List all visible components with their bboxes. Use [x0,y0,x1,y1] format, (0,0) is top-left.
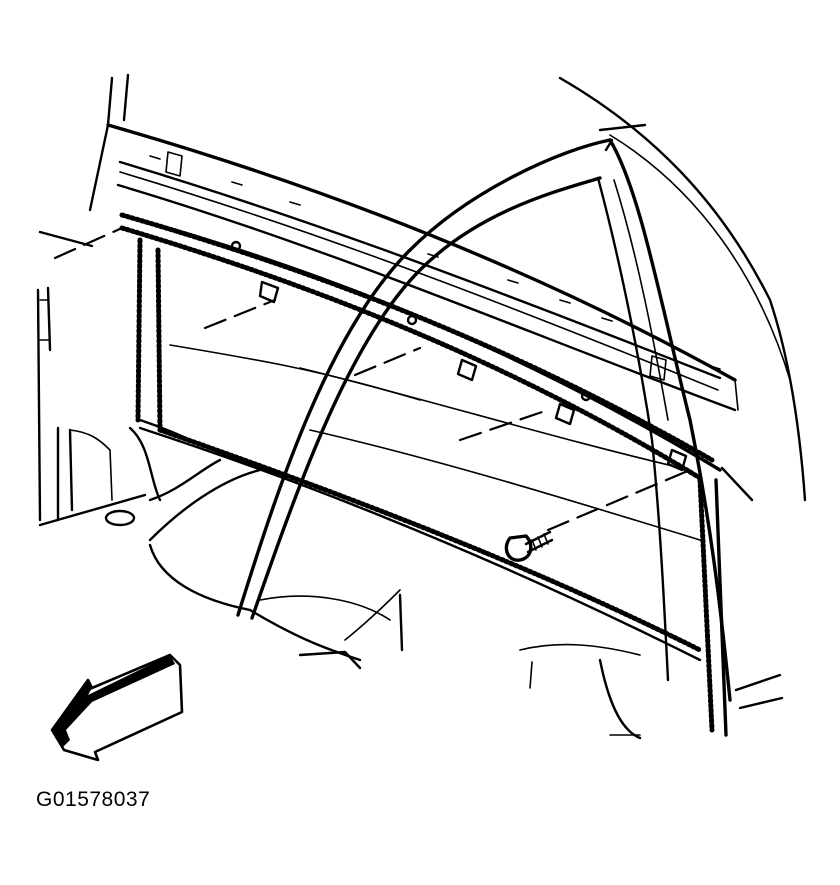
trim-panel-top-edge [119,212,754,502]
direction-arrow-icon [50,653,184,762]
retainer-clips [230,240,688,472]
floor-cushion [148,468,641,689]
right-side-structure [598,658,784,740]
trim-panel-body [135,237,728,737]
left-wall [36,230,222,527]
alignment-lines [53,226,692,532]
figure-id-label: G01578037 [36,788,151,811]
screw-fastener [504,530,554,562]
pillar-arch [236,76,807,702]
